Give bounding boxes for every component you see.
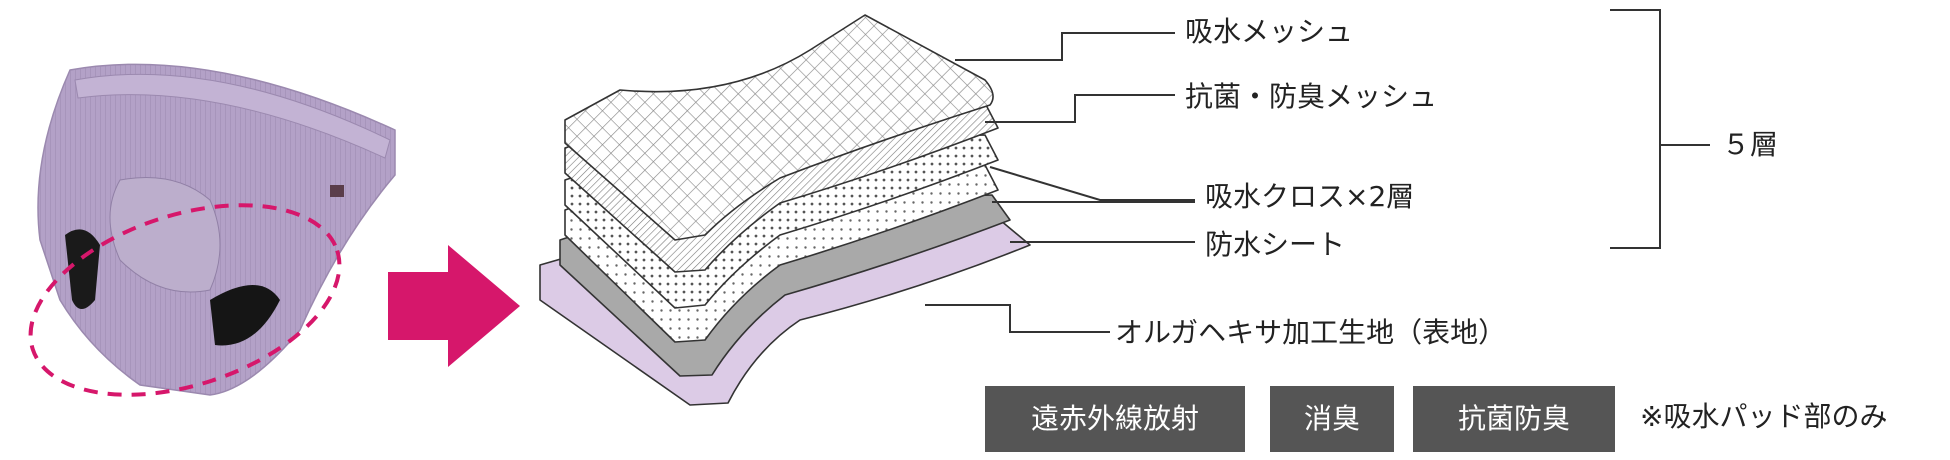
label-antibacterial-mesh: 抗菌・防臭メッシュ [1185, 80, 1438, 113]
pink-arrow-icon [388, 245, 520, 367]
dashed-ellipse-icon [28, 203, 342, 397]
label-absorbent-cloth: 吸水クロス×2層 [1205, 180, 1415, 213]
badge-far-infrared: 遠赤外線放射 [985, 386, 1245, 452]
garment-illustration [37, 63, 396, 396]
badge-deodorant: 消臭 [1270, 386, 1394, 452]
label-waterproof-sheet: 防水シート [1205, 228, 1346, 261]
leader-lines [925, 32, 1195, 333]
badge-antibacterial: 抗菌防臭 [1413, 386, 1615, 452]
five-layer-bracket [1610, 9, 1661, 249]
layer-stack [539, 14, 1031, 406]
label-five-layers: ５層 [1722, 128, 1779, 161]
layer-absorbent-mesh [564, 14, 994, 241]
note-pad-only: ※吸水パッド部のみ [1640, 400, 1888, 433]
label-surface-fabric: オルガヘキサ加工生地（表地） [1115, 316, 1507, 349]
label-absorbent-mesh: 吸水メッシュ [1185, 15, 1354, 48]
